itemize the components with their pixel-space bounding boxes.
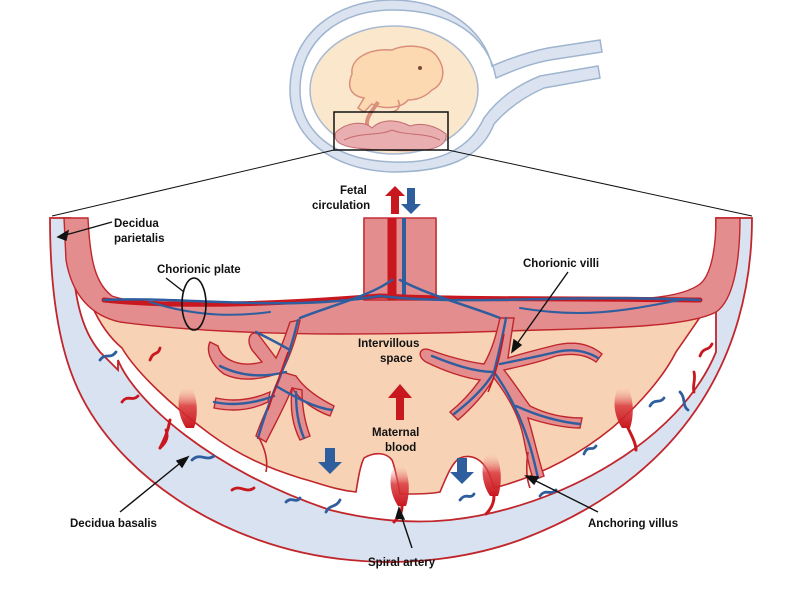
label-intervillous-space-2: space (380, 353, 413, 365)
placenta-section (49, 186, 753, 563)
label-maternal-blood-1: Maternal (372, 427, 419, 439)
fetus (348, 45, 444, 113)
label-maternal-blood-2: blood (385, 442, 416, 454)
label-intervillous-space-1: Intervillous (358, 338, 419, 350)
label-chorionic-plate: Chorionic plate (157, 264, 241, 276)
decidual-vessels (98, 342, 714, 514)
label-fetal-circulation-2: circulation (312, 200, 370, 212)
leader-arrows (56, 221, 599, 549)
umbilical-stalk (363, 217, 437, 301)
uterus-wall (289, 0, 603, 173)
fetus-eye (418, 66, 422, 70)
maternal-arrow-up (388, 384, 412, 420)
decidua (49, 217, 753, 563)
label-decidua-parietalis-1: Decidua (114, 218, 159, 230)
plate-vessels (101, 278, 703, 320)
flow-arrows (318, 186, 474, 484)
zoom-line-right (447, 149, 753, 217)
chorionic-plate-marker (181, 277, 207, 331)
spiral-artery-jets (158, 388, 638, 524)
label-chorionic-villi: Chorionic villi (523, 258, 599, 270)
label-fetal-circulation-1: Fetal (340, 185, 367, 197)
uterus-thumbnail (289, 0, 603, 173)
fetal-arrow-up (385, 186, 405, 214)
zoom-box (333, 111, 449, 151)
label-decidua-parietalis-2: parietalis (114, 233, 165, 245)
venous-return-left-arrow (318, 448, 342, 474)
placenta-thumbnail (334, 120, 447, 152)
label-spiral-artery: Spiral artery (368, 557, 436, 569)
label-anchoring-villus: Anchoring villus (588, 518, 678, 530)
anchoring-villus-left (257, 435, 268, 473)
label-decidua-basalis: Decidua basalis (70, 518, 157, 530)
villous-tree-left (207, 318, 335, 443)
venous-return-right-arrow (450, 458, 474, 484)
zoom-line-left (51, 149, 335, 217)
villous-tree-right (419, 316, 603, 481)
fetal-arrow-down (401, 188, 421, 214)
anchoring-villus-right (525, 451, 531, 489)
